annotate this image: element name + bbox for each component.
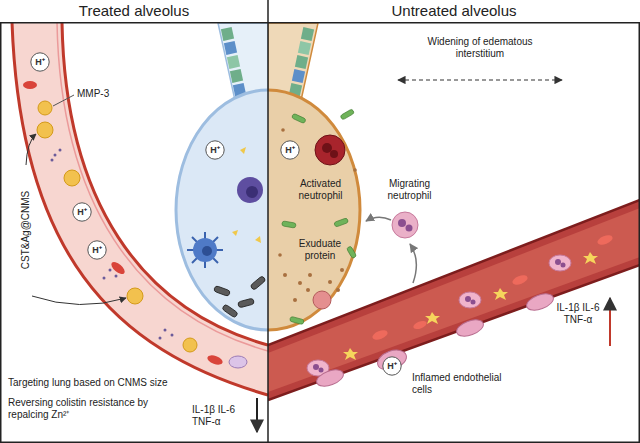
panel-divider xyxy=(267,0,269,443)
epithelial-cells xyxy=(221,27,246,97)
bacteria xyxy=(282,109,357,325)
ion-label: H⁺ xyxy=(210,146,220,155)
panel-frame xyxy=(1,23,640,443)
annotation-label: CST&Ag@CNMS xyxy=(20,170,32,290)
label-text: CST&Ag@CNMS xyxy=(20,191,31,270)
up-arrow xyxy=(609,298,611,346)
label-text: IL-1β IL-6 TNF-α xyxy=(557,302,600,325)
annotation-label: Activated neutrophil xyxy=(283,178,358,202)
annotation-label: Inflamed endothelial cells xyxy=(412,372,524,396)
macrophage xyxy=(193,238,217,262)
nanoparticle xyxy=(64,170,80,186)
cell-nucleus xyxy=(398,219,406,227)
red-blood-cell xyxy=(206,354,224,367)
leader-arrow xyxy=(26,134,36,165)
ion-label: H⁺ xyxy=(35,58,45,67)
immune-cell xyxy=(237,177,263,203)
annotation-label: MMP-3 xyxy=(77,88,121,100)
migration-arrow xyxy=(366,217,391,221)
annotation-label: IL-1β IL-6 TNF-α xyxy=(192,404,252,428)
ion-label: H⁺ xyxy=(92,246,102,255)
migration-arrow xyxy=(410,244,416,283)
drug-dots xyxy=(51,149,174,340)
nanoparticle xyxy=(183,338,197,352)
annotation-label: Reversing colistin resistance by repalci… xyxy=(8,397,186,421)
ion-circle: H⁺ xyxy=(382,356,402,376)
ion-circle: H⁺ xyxy=(280,140,300,160)
inflammatory-cell xyxy=(313,291,331,309)
red-blood-cells xyxy=(371,233,614,341)
nanoparticle xyxy=(127,288,143,304)
ion-label: H⁺ xyxy=(77,208,87,217)
label-text: Widening of edematous interstitium xyxy=(427,36,532,59)
migrating-neutrophil xyxy=(392,212,418,238)
leader-line xyxy=(53,95,74,106)
label-text: Inflamed endothelial cells xyxy=(412,372,502,395)
neutrophil-nuclei xyxy=(313,259,566,373)
cell-nucleus xyxy=(202,246,212,256)
ion-label: H⁺ xyxy=(387,362,397,371)
debris xyxy=(232,147,261,243)
alveolus xyxy=(268,90,360,330)
annotation-label: Exuduate protein xyxy=(292,238,348,262)
annotation-label: IL-1β IL-6 TNF-α xyxy=(556,302,600,326)
cell-nucleus xyxy=(322,143,332,153)
down-arrow xyxy=(256,398,258,432)
ion-circle: H⁺ xyxy=(205,140,225,160)
cell-nucleus xyxy=(330,150,338,158)
nanoparticle xyxy=(38,101,52,115)
exudate-protein xyxy=(278,128,357,302)
red-blood-cell xyxy=(109,260,126,276)
ion-circle: H⁺ xyxy=(30,52,50,72)
alveolus xyxy=(176,90,268,330)
annotation-label: Widening of edematous interstitium xyxy=(410,36,550,60)
label-text: Migrating neutrophil xyxy=(388,178,432,201)
label-text: IL-1β IL-6 TNF-α xyxy=(192,404,235,427)
panel-heading: Treated alveolus xyxy=(0,0,268,21)
macrophage xyxy=(187,232,223,268)
label-text: Targeting lung based on CNMS size xyxy=(8,377,168,388)
panel-heading: Untreated alveolus xyxy=(268,0,640,21)
widening-arrow xyxy=(398,79,562,80)
red-blood-cell xyxy=(23,81,37,89)
cell-nucleus xyxy=(406,225,413,232)
panel: Treated alveolusH⁺ H⁺ H⁺ H⁺ xyxy=(0,0,268,443)
label-text: Activated neutrophil xyxy=(299,178,343,201)
bacteria xyxy=(213,276,266,318)
label-text: MMP-3 xyxy=(77,88,109,99)
leukocyte xyxy=(229,356,247,368)
cell-nucleus xyxy=(246,186,258,198)
label-text: Exuduate protein xyxy=(299,238,341,261)
leader-arrow xyxy=(32,296,126,305)
activated-neutrophil xyxy=(315,135,345,165)
ion-label: H⁺ xyxy=(285,146,295,155)
epithelial-cells xyxy=(289,27,314,97)
nanoparticle xyxy=(37,122,53,138)
label-text: Reversing colistin resistance by repalci… xyxy=(8,397,148,420)
ion-circle: H⁺ xyxy=(72,202,92,222)
annotation-label: Migrating neutrophil xyxy=(372,178,447,202)
annotation-label: Targeting lung based on CNMS size xyxy=(8,377,213,389)
ion-circle: H⁺ xyxy=(87,240,107,260)
